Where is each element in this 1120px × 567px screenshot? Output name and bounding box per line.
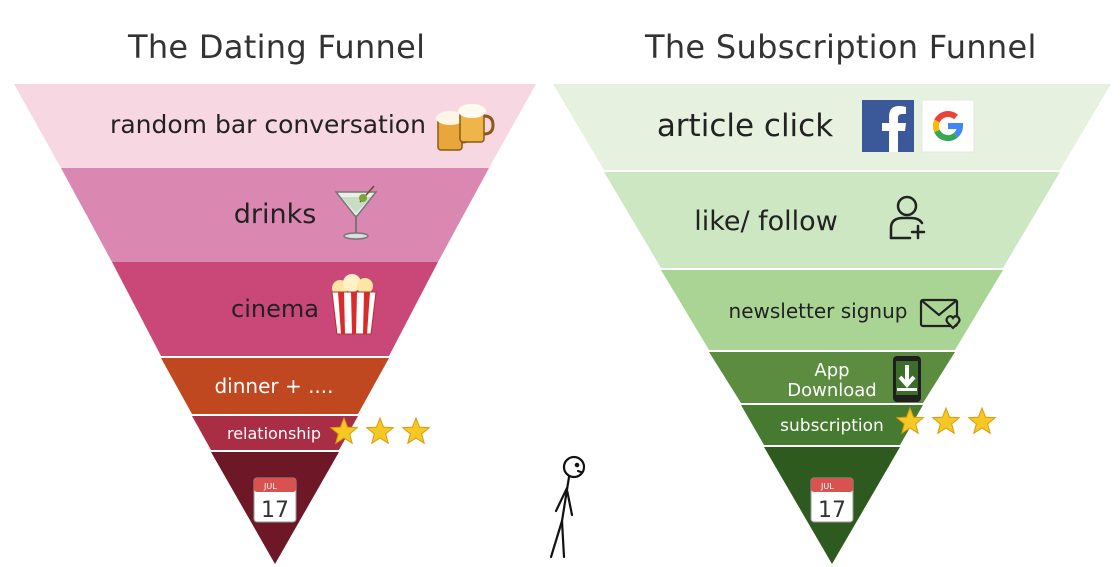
dating-level-4-label: dinner + .... xyxy=(214,374,333,398)
dating-level-1 xyxy=(14,84,536,168)
facebook-icon xyxy=(862,100,914,152)
add-user-icon xyxy=(889,195,926,240)
subscription-level-5 xyxy=(741,405,923,445)
subscription-funnel: article click like/ follow newsletter si… xyxy=(553,84,1111,564)
dating-level-5-label: relationship xyxy=(227,424,321,443)
stick-figure xyxy=(549,455,586,559)
phone-download-icon xyxy=(893,356,921,402)
martini-glass-icon xyxy=(334,185,378,240)
subscription-level-2-label: like/ follow xyxy=(694,206,838,237)
calendar-day: 17 xyxy=(261,498,289,523)
calendar-day: 17 xyxy=(818,498,846,523)
star-icon xyxy=(401,416,431,445)
three-stars-icon xyxy=(329,416,431,445)
star-icon xyxy=(967,406,997,435)
subscription-level-3-label: newsletter signup xyxy=(729,299,908,323)
calendar-icon: JUL 17 xyxy=(253,477,297,523)
dating-level-4 xyxy=(161,358,389,414)
subscription-funnel-title: The Subscription Funnel xyxy=(645,28,1037,66)
star-icon xyxy=(329,416,359,445)
subscription-level-1-label: article click xyxy=(657,108,833,144)
calendar-month: JUL xyxy=(263,482,277,491)
dating-funnel: random bar conversation drinks cinema di… xyxy=(14,84,536,564)
dating-level-1-label: random bar conversation xyxy=(110,110,426,139)
subscription-level-3 xyxy=(661,270,1003,350)
popcorn-icon xyxy=(331,274,377,335)
envelope-heart-icon xyxy=(919,298,961,330)
dating-level-2 xyxy=(61,168,489,262)
three-stars-icon xyxy=(895,406,997,435)
dating-level-2-label: drinks xyxy=(234,199,317,230)
star-icon xyxy=(365,416,395,445)
calendar-month: JUL xyxy=(820,482,834,491)
dating-level-5 xyxy=(192,416,358,450)
subscription-level-2 xyxy=(604,172,1060,268)
beer-mugs-icon xyxy=(436,104,495,151)
calendar-icon: JUL 17 xyxy=(810,477,854,523)
dating-funnel-title: The Dating Funnel xyxy=(128,28,426,66)
dating-level-3-label: cinema xyxy=(231,295,319,323)
star-icon xyxy=(895,406,925,435)
google-icon xyxy=(921,99,975,153)
star-icon xyxy=(931,406,961,435)
subscription-level-5-label: subscription xyxy=(780,416,884,436)
